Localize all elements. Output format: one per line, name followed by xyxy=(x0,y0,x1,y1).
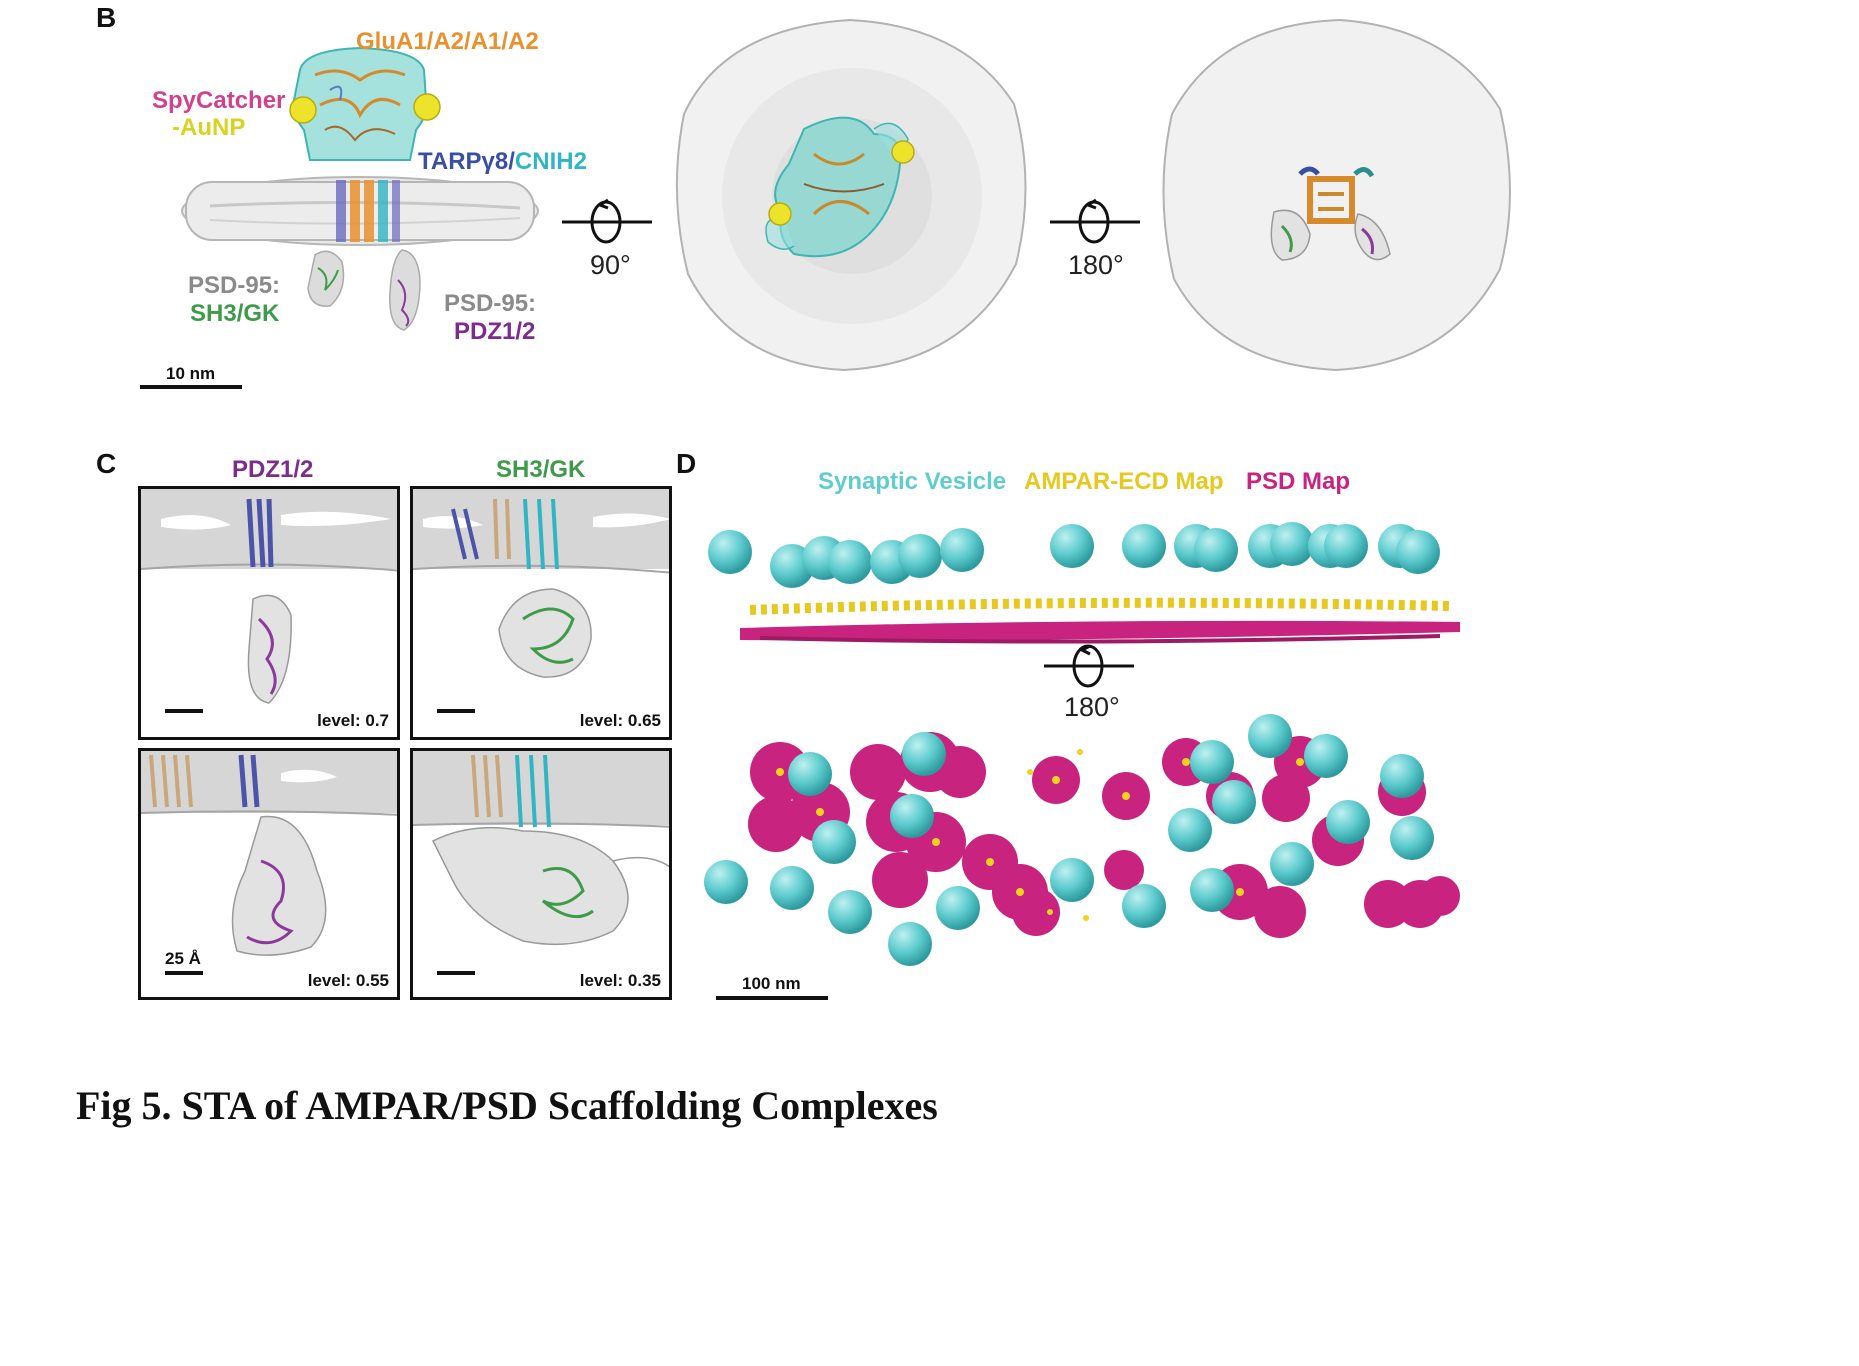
panel-letter-c: C xyxy=(96,448,117,479)
glua-label: GluA1/A2/A1/A2 xyxy=(356,28,539,55)
rotate-180-icon-d xyxy=(1044,644,1134,688)
level-label-c3: level: 0.55 xyxy=(307,971,389,990)
panel-c-sh3gk-top: level: 0.65 xyxy=(410,486,672,740)
sh3gk-label: SH3/GK xyxy=(190,300,280,327)
scale-bar-c2 xyxy=(437,709,475,713)
panel-c-sh3gk-bottom: level: 0.35 xyxy=(410,748,672,1000)
rotate-180-icon xyxy=(1050,198,1140,244)
panel-b-side-view xyxy=(181,46,539,331)
rotation-label-180-d: 180° xyxy=(1064,692,1120,722)
column-label-pdz: PDZ1/2 xyxy=(232,456,314,483)
scale-bar-b xyxy=(140,385,242,389)
panel-b-top-view xyxy=(675,18,1027,372)
column-label-sh3gk: SH3/GK xyxy=(496,456,586,483)
scale-bar-d xyxy=(716,996,828,1000)
tarp-label: TARPγ8 xyxy=(418,148,509,175)
figure-caption: Fig 5. STA of AMPAR/PSD Scaffolding Comp… xyxy=(76,1083,938,1128)
tarp-cnih-separator: / xyxy=(508,148,515,175)
scale-bar-c1 xyxy=(165,709,203,713)
panel-c-pdz-bottom: 25 Å level: 0.55 xyxy=(138,748,400,1000)
psd95-label-right: PSD-95: xyxy=(444,290,537,317)
panel-letter-d: D xyxy=(676,448,697,479)
tarp-cnih-label: TARPγ8/CNIH2 xyxy=(418,148,587,176)
rotation-label-180-b: 180° xyxy=(1068,250,1124,280)
panel-d-side-view xyxy=(708,522,1460,644)
scale-bar-c4 xyxy=(437,971,475,975)
level-label-c1: level: 0.7 xyxy=(317,711,389,730)
scale-bar-label-c: 25 Å xyxy=(165,949,201,968)
aunp-label: -AuNP xyxy=(172,114,246,141)
scale-bar-label-d: 100 nm xyxy=(742,974,801,993)
cnih-label: CNIH2 xyxy=(514,148,587,175)
panel-b-bottom-view xyxy=(1162,18,1511,372)
level-label-c4: level: 0.35 xyxy=(579,971,661,990)
legend-ampar-ecd-map: AMPAR-ECD Map xyxy=(1024,468,1224,495)
panel-c-pdz-top: level: 0.7 xyxy=(138,486,400,740)
legend-synaptic-vesicle: Synaptic Vesicle xyxy=(818,468,1007,495)
psd95-label-left: PSD-95: xyxy=(188,272,281,299)
scale-bar-c3 xyxy=(165,971,203,975)
rotation-label-90: 90° xyxy=(590,250,631,280)
panel-letter-b: B xyxy=(96,2,117,33)
scale-bar-label-b: 10 nm xyxy=(166,364,216,383)
rotate-90-icon xyxy=(562,198,652,244)
panel-d-top-view xyxy=(704,714,1460,966)
level-label-c2: level: 0.65 xyxy=(579,711,661,730)
legend-psd-map: PSD Map xyxy=(1246,468,1351,495)
pdz-label: PDZ1/2 xyxy=(454,318,536,345)
spycatcher-label: SpyCatcher xyxy=(152,87,286,114)
